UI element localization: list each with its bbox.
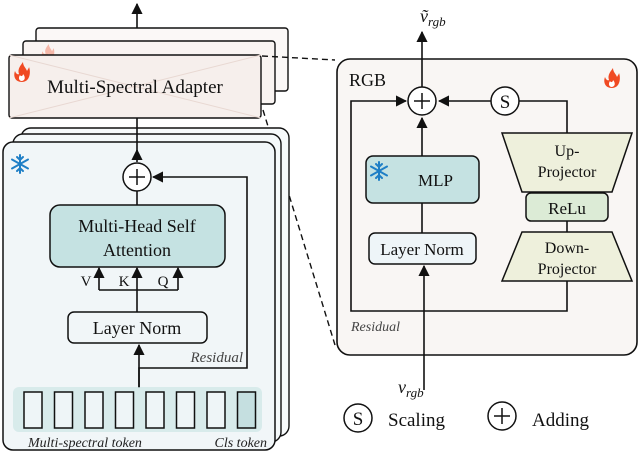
layer-norm-box-right bbox=[368, 232, 477, 265]
layer-norm-box-left bbox=[67, 311, 208, 344]
rgb-residual-label: Residual bbox=[350, 320, 400, 335]
rgb-panel-title: RGB bbox=[349, 70, 386, 90]
relu-label: ReLu bbox=[548, 199, 586, 218]
k-label: K bbox=[119, 274, 130, 290]
attention-label-line2: Attention bbox=[103, 240, 171, 260]
multispectral-token bbox=[114, 391, 135, 429]
input-v-label: vrgb bbox=[398, 377, 424, 400]
up-projector-label-line2: Projector bbox=[538, 164, 597, 181]
down-projector-box bbox=[500, 231, 634, 282]
multispectral-token bbox=[53, 391, 74, 429]
up-projector-box bbox=[500, 132, 634, 193]
scaling-node-symbol: S bbox=[500, 92, 511, 113]
down-projector-label-line1: Down- bbox=[545, 240, 589, 257]
q-label: Q bbox=[158, 274, 169, 290]
multispectral-token bbox=[84, 391, 104, 429]
cls-token-label: Cls token bbox=[215, 436, 268, 451]
legend-adding-label: Adding bbox=[532, 410, 590, 431]
projector-to-scaling-line bbox=[519, 100, 568, 133]
legend-scaling-symbol bbox=[343, 403, 373, 433]
mlp-label: MLP bbox=[418, 171, 453, 190]
multispectral-token bbox=[23, 391, 43, 429]
residual-label: Residual bbox=[190, 350, 244, 366]
multispectral-token bbox=[206, 391, 226, 429]
legend-scaling-label: Scaling bbox=[388, 410, 445, 431]
layer-norm-label-right: Layer Norm bbox=[380, 240, 464, 259]
output-v-label: ṽrgb bbox=[420, 6, 446, 29]
layer-norm-label-left: Layer Norm bbox=[93, 318, 181, 338]
rgb-residual-path bbox=[350, 95, 568, 312]
v-label: V bbox=[81, 274, 92, 290]
attention-label-line1: Multi-Head Self bbox=[78, 216, 195, 236]
zoom-connector-top bbox=[261, 55, 336, 61]
token-strip bbox=[13, 387, 262, 432]
multispectral-token bbox=[145, 391, 165, 429]
legend-scaling-letter: S bbox=[353, 409, 364, 430]
multispectral-token-label: Multi-spectral token bbox=[27, 436, 142, 451]
adapter-cross-decoration bbox=[8, 54, 262, 119]
cls-token bbox=[236, 391, 257, 429]
adapter-label: Multi-Spectral Adapter bbox=[47, 77, 223, 98]
down-projector-label-line2: Projector bbox=[538, 261, 597, 278]
token-group bbox=[23, 391, 257, 429]
multispectral-token bbox=[175, 391, 196, 429]
up-projector-label-line1: Up- bbox=[555, 143, 580, 160]
